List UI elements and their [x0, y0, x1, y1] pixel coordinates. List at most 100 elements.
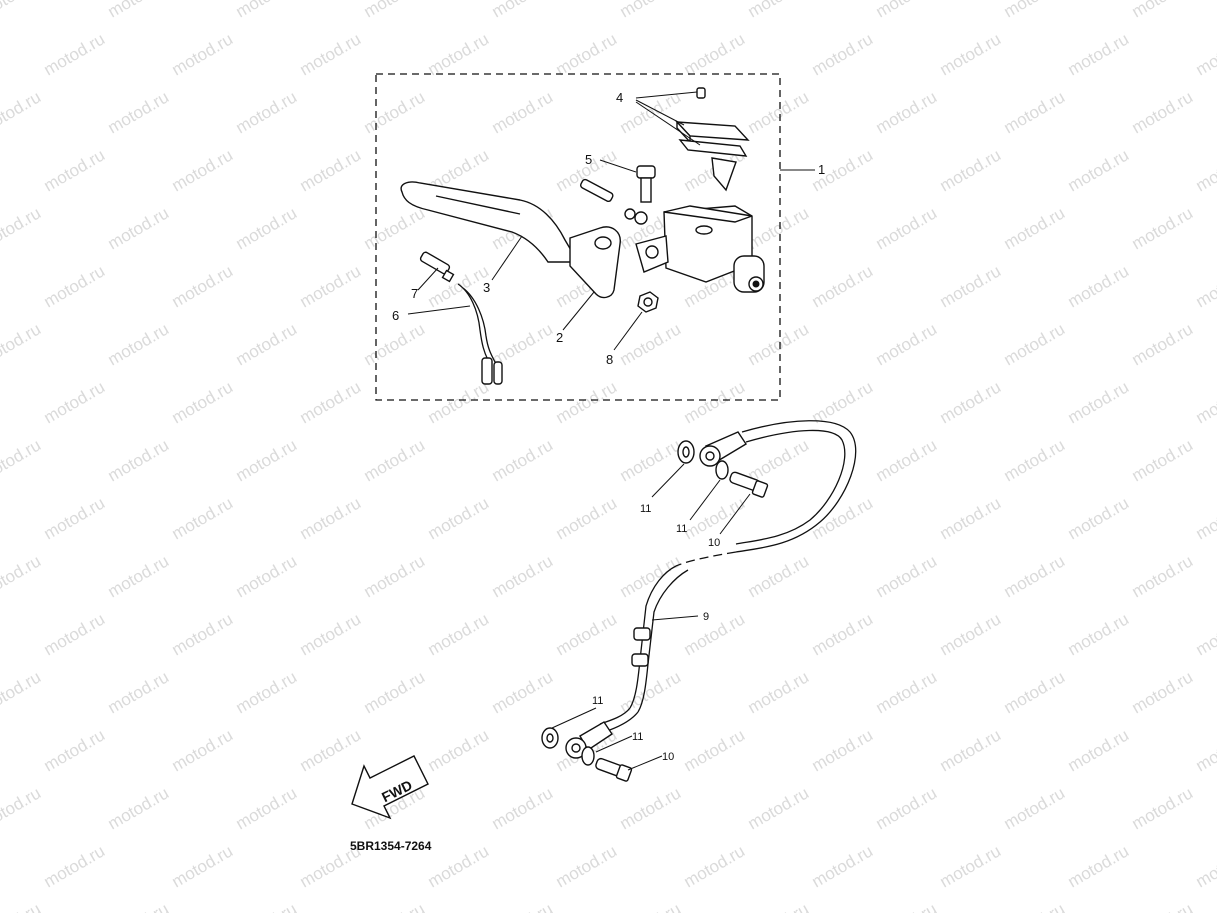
- watermark-text: motod.ru: [233, 667, 301, 717]
- watermark-text: motod.ru: [1193, 29, 1217, 79]
- watermark-text: motod.ru: [937, 493, 1005, 543]
- watermark-text: motod.ru: [41, 725, 109, 775]
- callout-6: 6: [392, 308, 399, 323]
- watermark-text: motod.ru: [297, 609, 365, 659]
- watermark-text: motod.ru: [361, 899, 429, 913]
- watermark-text: motod.ru: [617, 435, 685, 485]
- master-cylinder[interactable]: [635, 205, 765, 293]
- lever-holder[interactable]: [569, 226, 621, 299]
- callout-10-lower: 10: [662, 751, 674, 763]
- watermark-text: motod.ru: [1129, 435, 1197, 485]
- watermark-text: motod.ru: [1129, 551, 1197, 601]
- callout-11-lower-a: 11: [592, 695, 603, 707]
- watermark-text: motod.ru: [297, 145, 365, 195]
- callout-5: 5: [585, 152, 592, 167]
- pivot-bolt[interactable]: [636, 165, 656, 203]
- watermark-text: motod.ru: [809, 377, 877, 427]
- watermark-text: motod.ru: [105, 0, 173, 21]
- watermark-text: motod.ru: [233, 203, 301, 253]
- watermark-text: motod.ru: [745, 667, 813, 717]
- watermark-text: motod.ru: [1001, 435, 1069, 485]
- brake-switch[interactable]: [419, 251, 503, 385]
- callouts: 1 2 3 4 5 6 7 8 9 10 10 11 11 11 11: [392, 90, 825, 763]
- watermark-text: motod.ru: [361, 551, 429, 601]
- watermark-text: motod.ru: [937, 261, 1005, 311]
- watermark-text: motod.ru: [553, 377, 621, 427]
- lower-banjo-fitting[interactable]: [541, 721, 633, 782]
- watermark-text: motod.ru: [681, 29, 749, 79]
- watermark-text: motod.ru: [617, 667, 685, 717]
- watermark-text: motod.ru: [1193, 377, 1217, 427]
- watermark-text: motod.ru: [937, 29, 1005, 79]
- watermark-text: motod.ru: [489, 899, 557, 913]
- watermark-text: motod.ru: [1001, 87, 1069, 137]
- watermark-text: motod.ru: [1001, 783, 1069, 833]
- callout-8: 8: [606, 352, 613, 367]
- watermark-text: motod.ru: [297, 725, 365, 775]
- watermark-text: motod.ru: [1129, 0, 1197, 21]
- watermark-text: motod.ru: [425, 493, 493, 543]
- reservoir-cap-set[interactable]: [675, 87, 750, 192]
- watermark-text: motod.ru: [0, 551, 44, 601]
- watermark-text: motod.ru: [361, 667, 429, 717]
- watermark-text: motod.ru: [169, 377, 237, 427]
- pivot-pin[interactable]: [579, 178, 648, 225]
- lock-nut[interactable]: [637, 291, 659, 313]
- watermark-text: motod.ru: [1129, 319, 1197, 369]
- watermark-text: motod.ru: [233, 551, 301, 601]
- watermark-text: motod.ru: [809, 841, 877, 891]
- upper-banjo-fitting[interactable]: [677, 431, 769, 498]
- watermark-text: motod.ru: [1129, 203, 1197, 253]
- watermark-text: motod.ru: [0, 667, 44, 717]
- watermark-text: motod.ru: [1065, 377, 1133, 427]
- watermark-text: motod.ru: [1065, 609, 1133, 659]
- watermark-text: motod.ru: [1001, 899, 1069, 913]
- watermark-text: motod.ru: [169, 609, 237, 659]
- watermark-text: motod.ru: [169, 29, 237, 79]
- watermark-text: motod.ru: [489, 551, 557, 601]
- watermark-text: motod.ru: [873, 0, 941, 21]
- watermark-text: motod.ru: [1001, 667, 1069, 717]
- watermark-text: motod.ru: [361, 319, 429, 369]
- watermark-text: motod.ru: [297, 29, 365, 79]
- watermark-text: motod.ru: [489, 435, 557, 485]
- leader-lines: [407, 91, 815, 771]
- watermark-text: motod.ru: [745, 319, 813, 369]
- watermark-text: motod.ru: [233, 783, 301, 833]
- watermark-text: motod.ru: [809, 29, 877, 79]
- watermark-text: motod.ru: [1001, 203, 1069, 253]
- brake-hose[interactable]: [599, 420, 857, 733]
- watermark-text: motod.ru: [361, 87, 429, 137]
- watermark-text: motod.ru: [361, 435, 429, 485]
- watermark-text: motod.ru: [297, 261, 365, 311]
- watermark-text: motod.ru: [873, 551, 941, 601]
- watermark-text: motod.ru: [1065, 261, 1133, 311]
- watermark-text: motod.ru: [1001, 0, 1069, 21]
- watermark-text: motod.ru: [1129, 667, 1197, 717]
- watermark-text: motod.ru: [745, 899, 813, 913]
- callout-3: 3: [483, 280, 490, 295]
- watermark-text: motod.ru: [617, 783, 685, 833]
- watermark-text: motod.ru: [105, 203, 173, 253]
- watermark-text: motod.ru: [873, 87, 941, 137]
- watermark-text: motod.ru: [0, 783, 44, 833]
- watermark-text: motod.ru: [1193, 493, 1217, 543]
- watermark-text: motod.ru: [0, 203, 44, 253]
- callout-11-upper-b: 11: [676, 523, 687, 535]
- watermark-text: motod.ru: [873, 203, 941, 253]
- watermark-text: motod.ru: [233, 87, 301, 137]
- watermark-text: motod.ru: [745, 783, 813, 833]
- watermark-text: motod.ru: [425, 725, 493, 775]
- watermark-text: motod.ru: [1065, 841, 1133, 891]
- brake-lever[interactable]: [400, 181, 580, 263]
- watermark-text: motod.ru: [297, 377, 365, 427]
- callout-4: 4: [616, 90, 623, 105]
- watermark-text: motod.ru: [873, 667, 941, 717]
- watermark-text: motod.ru: [745, 87, 813, 137]
- watermark-text: motod.ru: [41, 841, 109, 891]
- watermark-text: motod.ru: [105, 435, 173, 485]
- watermark-text: motod.ru: [809, 493, 877, 543]
- watermark-text: motod.ru: [169, 145, 237, 195]
- watermark-text: motod.ru: [873, 435, 941, 485]
